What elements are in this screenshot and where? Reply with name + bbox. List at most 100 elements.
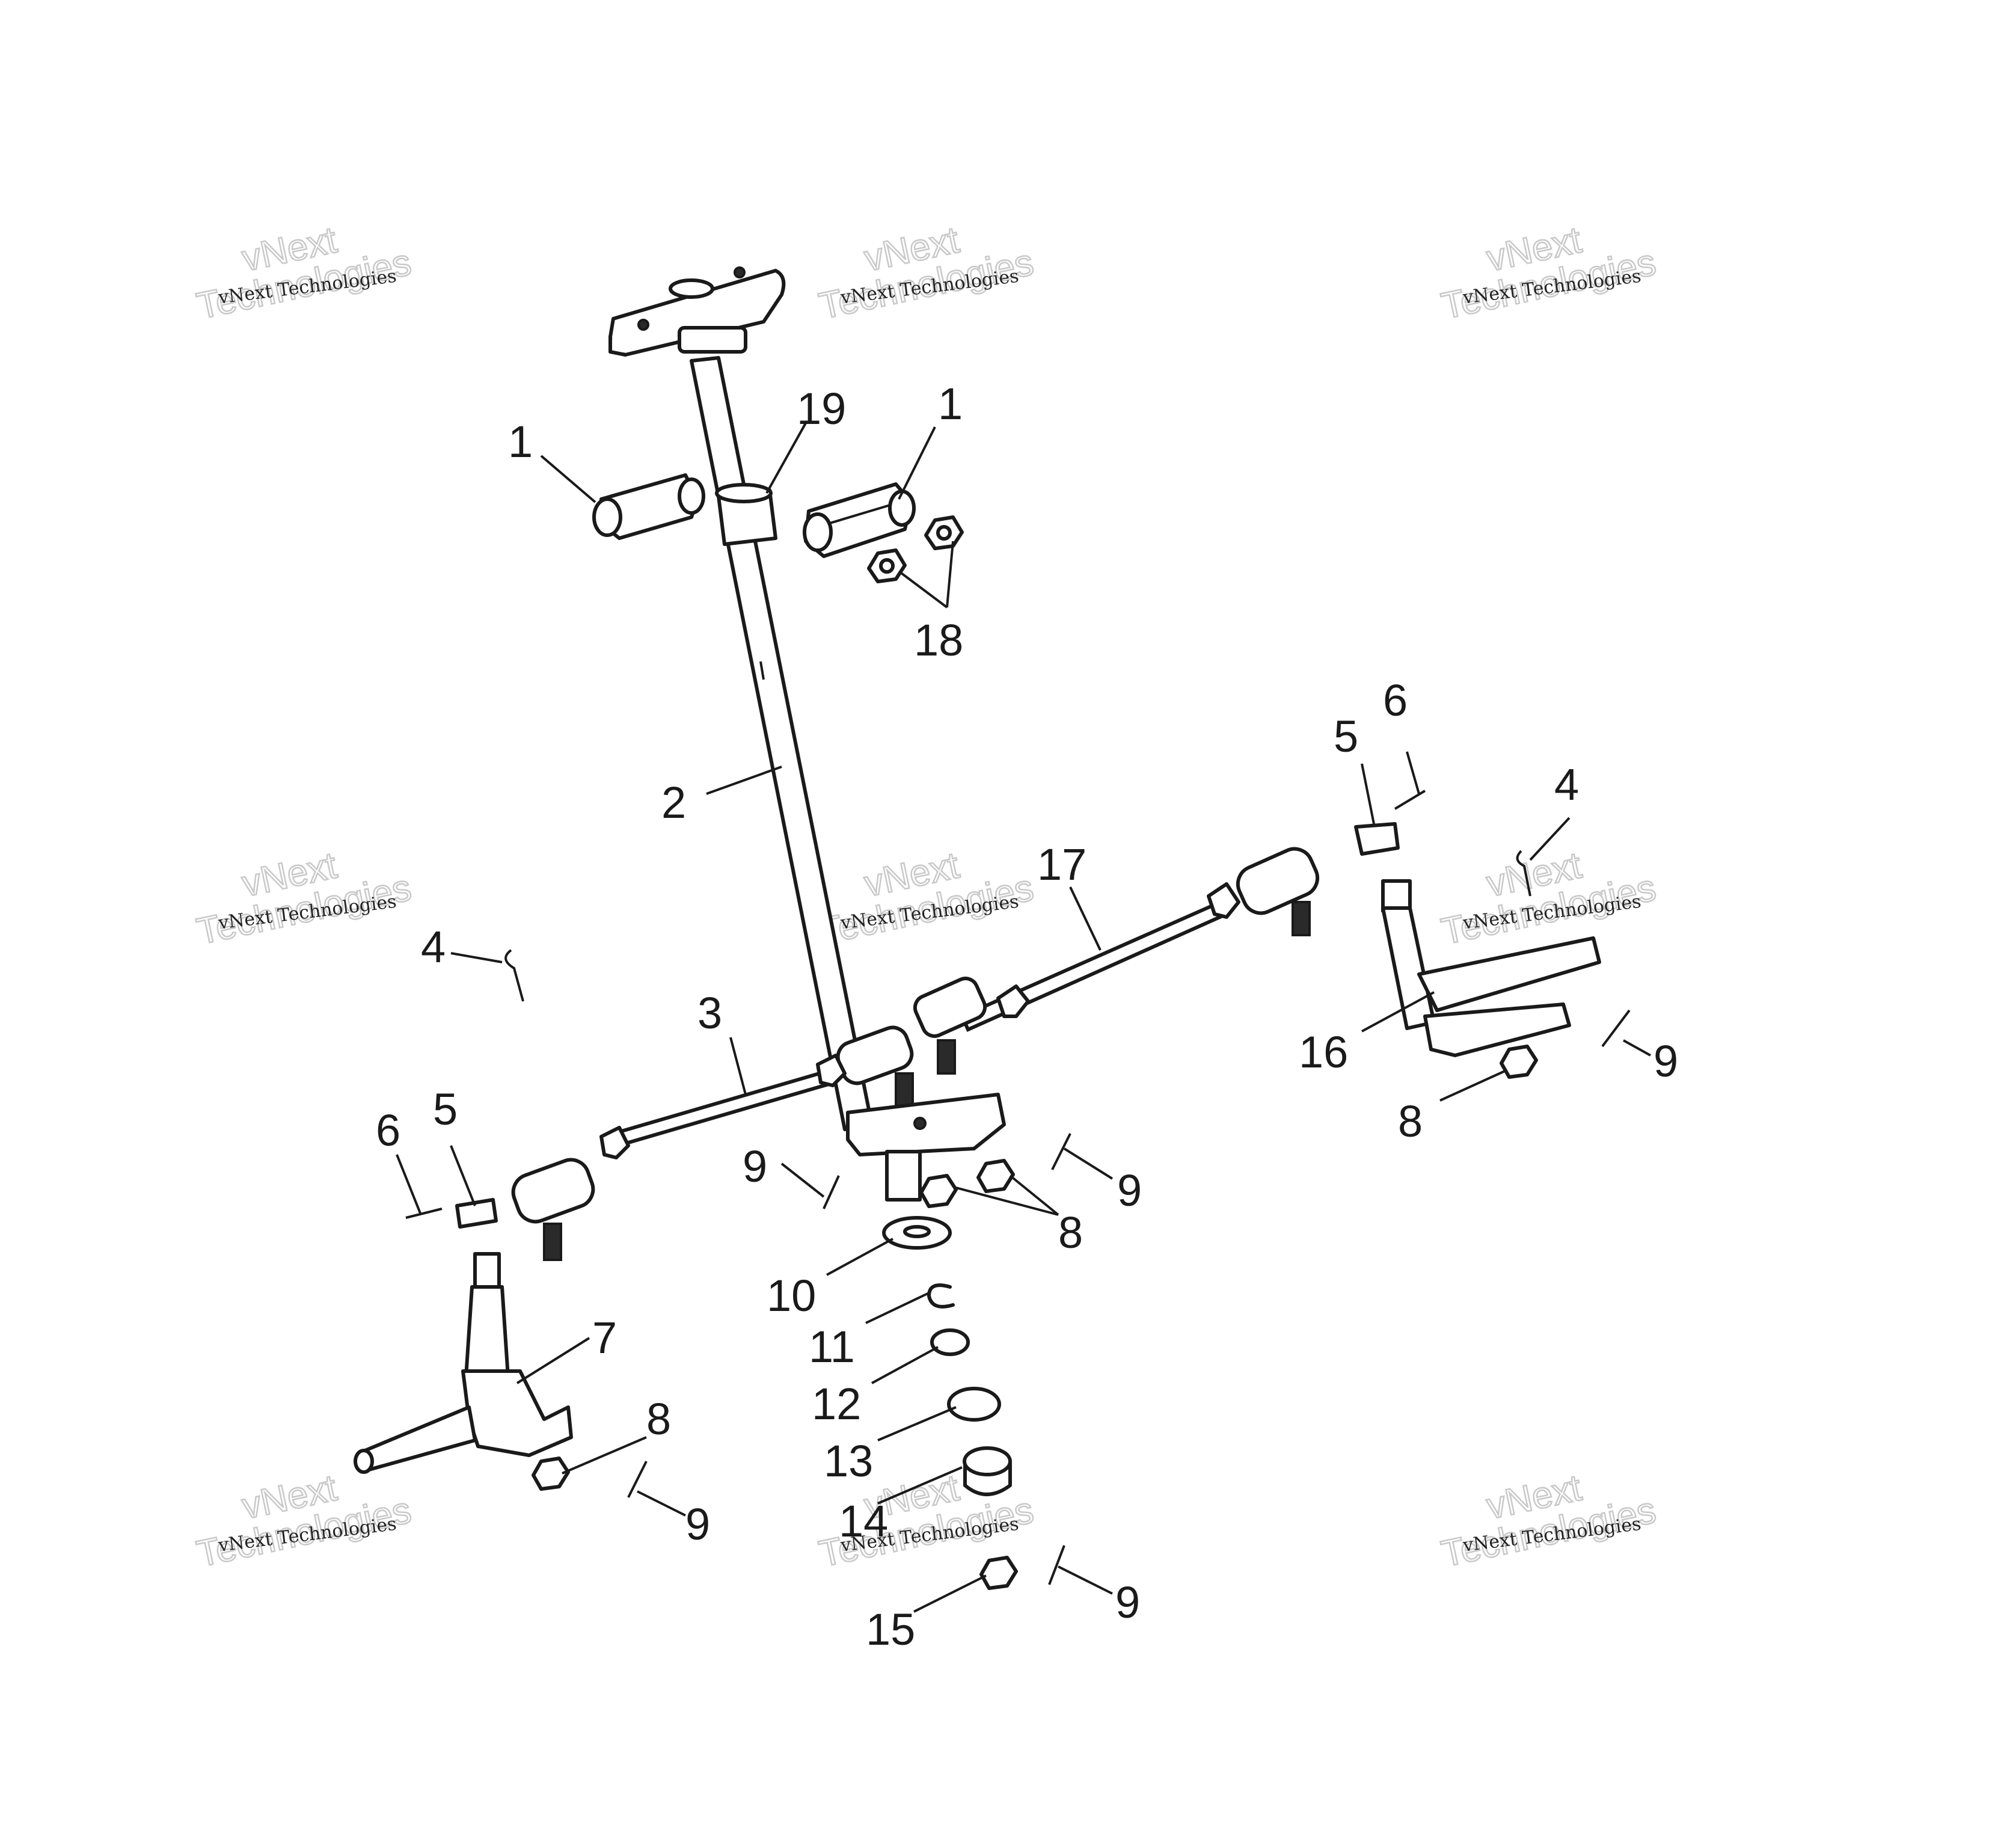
spindle-left-axle (359, 1405, 477, 1472)
snap-ring (927, 1283, 955, 1309)
leader-12 (871, 1346, 939, 1384)
callout-18: 18 (914, 615, 963, 665)
cotter-pin-9-bottom (1048, 1545, 1065, 1585)
leader-18-a (898, 570, 948, 609)
cotter-pin-9-right (1601, 1009, 1631, 1048)
callout-8-right: 8 (1398, 1096, 1423, 1146)
castle-nut-right (1354, 822, 1400, 856)
center-nuts (919, 1159, 1015, 1208)
steering-plate-boss (669, 278, 714, 299)
leader-4-left (450, 952, 503, 963)
spindle-left-top (473, 1252, 501, 1289)
callout-16: 16 (1299, 1027, 1348, 1077)
cotter-pin-right (1394, 790, 1426, 810)
bearing (930, 1328, 970, 1356)
callout-13: 13 (824, 1436, 873, 1486)
leader-9-bottom (1058, 1565, 1113, 1595)
callout-15: 15 (866, 1604, 915, 1654)
leader-19 (765, 420, 808, 494)
castle-nut-right-body (1354, 822, 1400, 856)
tie-rod-right (913, 847, 1320, 1075)
watermark-bottom-left: vNext Technologies vNext Technologies (192, 1466, 415, 1576)
seal-body (947, 1387, 1001, 1422)
watermark-top-center: vNext Technologies vNext Technologies (815, 218, 1038, 328)
callout-6-left: 6 (376, 1105, 400, 1155)
spindle-left-post (464, 1285, 510, 1379)
leader-8-center-b (1009, 1174, 1059, 1216)
spindle-left-nut (532, 1457, 570, 1491)
leader-13 (877, 1406, 957, 1441)
callout-11: 11 (809, 1322, 855, 1372)
callout-labels: 1 19 1 18 2 17 6 5 4 4 3 16 9 8 6 5 9 9 … (376, 379, 1678, 1654)
steering-plate-edge (608, 335, 627, 357)
cotter-pin-left (405, 1208, 443, 1219)
callout-8-center: 8 (1058, 1208, 1083, 1257)
washer (882, 1216, 952, 1250)
washer-hole (903, 1225, 931, 1238)
callout-6-right: 6 (1383, 675, 1408, 725)
bottom-nut (979, 1556, 1018, 1590)
tie-rod-left-jam-nut (599, 1126, 630, 1159)
spindle-right-post (1381, 906, 1436, 1030)
tie-rod-right-stud (1292, 901, 1311, 936)
spindle-right (1381, 879, 1601, 1057)
bracket-left-ear (678, 477, 705, 515)
cotter-pin-4-right (1516, 850, 1531, 897)
cotter-pin-9-left-center (823, 1175, 840, 1209)
castle-nut-left-body (455, 1198, 498, 1229)
callout-9-center-right: 9 (1117, 1165, 1142, 1215)
leader-1-left (540, 455, 596, 503)
callout-7: 7 (592, 1313, 617, 1363)
leader-17 (1069, 886, 1102, 951)
callout-14: 14 (839, 1496, 888, 1546)
bracket-right-ear (803, 512, 833, 552)
bracket-nuts (867, 515, 964, 583)
callout-10: 10 (767, 1271, 816, 1321)
callout-1-left: 1 (508, 417, 533, 467)
tie-rod-left (511, 1025, 914, 1261)
tie-rod-right-inner-stud (937, 1039, 956, 1075)
leader-9-center-left (780, 1162, 825, 1198)
callout-5-left: 5 (433, 1084, 458, 1134)
leader-7 (516, 1337, 590, 1384)
leader-8-center-a (955, 1186, 1059, 1216)
bracket-right-rib (829, 504, 890, 524)
leader-9-spindle (637, 1490, 686, 1517)
callout-5-right: 5 (1334, 711, 1358, 761)
steering-plate-collar (678, 326, 747, 354)
leader-9-right (1623, 1039, 1651, 1057)
watermark-mid-center: vNext Technologies vNext Technologies (815, 844, 1038, 953)
steering-plate-hole (734, 266, 746, 278)
leader-18-b (946, 541, 954, 608)
watermark-mid-left: vNext Technologies vNext Technologies (192, 844, 415, 953)
tie-rod-left-stud (543, 1223, 562, 1261)
watermark-mid-right: vNext Technologies vNext Technologies (1437, 844, 1660, 953)
leader-lines (396, 420, 1651, 1613)
callout-3: 3 (697, 988, 722, 1038)
spindle-left-knuckle (461, 1369, 573, 1457)
lower-mount-hole (913, 1117, 927, 1130)
cotter-pin-9-spindle (627, 1461, 648, 1498)
leader-6-left (396, 1154, 422, 1215)
leader-10 (826, 1238, 893, 1276)
callout-19: 19 (797, 384, 846, 434)
leader-14 (877, 1466, 963, 1505)
watermark-bottom-right: vNext Technologies vNext Technologies (1437, 1466, 1660, 1576)
callout-4-left: 4 (421, 922, 446, 972)
callout-9-bottom: 9 (1115, 1577, 1140, 1627)
column-bushing (715, 483, 777, 546)
center-nut (976, 1159, 1015, 1193)
castle-nut-left (455, 1198, 498, 1229)
steering-plate-hole (637, 319, 649, 331)
leader-11 (865, 1292, 930, 1324)
spindle-right-axle (1417, 936, 1601, 1012)
leader-5-left (450, 1145, 476, 1206)
leader-8-right (1439, 1069, 1507, 1102)
lower-bushing (963, 1446, 1012, 1496)
callout-9-right: 9 (1653, 1036, 1678, 1086)
lower-bushing-top (963, 1446, 1012, 1476)
spindle-right-arm (1423, 1002, 1571, 1057)
bottom-nut-body (979, 1556, 1018, 1590)
callout-8-left: 8 (646, 1394, 671, 1444)
bracket-nut-hole (936, 525, 952, 541)
